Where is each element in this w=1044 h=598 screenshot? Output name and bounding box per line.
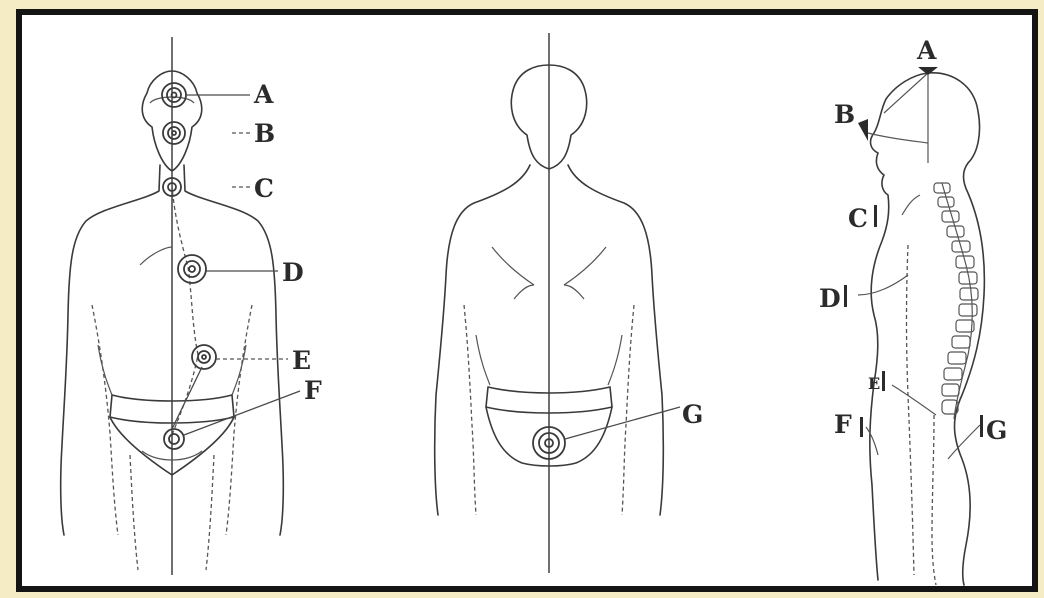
side-leader-c <box>902 195 920 215</box>
side-marker-c <box>874 205 877 227</box>
side-label-e: E <box>868 374 880 393</box>
back-right-arm-inner <box>622 305 634 515</box>
diagram-frame: A B C D E F G <box>16 9 1038 592</box>
side-marker-b <box>858 119 868 141</box>
front-label-a: A <box>253 80 274 109</box>
front-left-leg <box>130 455 138 570</box>
front-left-arm-inner <box>92 305 118 535</box>
side-front-outline <box>870 73 928 580</box>
front-chakra-a <box>162 83 186 107</box>
front-chest-line <box>140 247 172 265</box>
front-label-c: C <box>254 174 274 203</box>
side-marker-f <box>860 417 863 437</box>
side-brow-line <box>868 133 928 143</box>
side-label-c: C <box>848 204 868 233</box>
chakra-body-diagram: A B C D E F G <box>22 15 1032 586</box>
side-label-b: B <box>834 100 855 129</box>
side-marker-d <box>844 285 847 307</box>
side-arm-line <box>907 245 915 575</box>
side-label-f: F <box>834 410 852 439</box>
front-left-waist <box>98 345 112 395</box>
front-figure: A B C D E F <box>61 37 322 575</box>
back-right-shoulder-blade <box>564 247 606 285</box>
side-label-a: A <box>916 36 937 65</box>
side-marker-g <box>980 415 983 437</box>
front-right-leg <box>206 455 214 570</box>
side-label-d: D <box>819 284 841 313</box>
side-leader-g <box>948 425 980 459</box>
front-leader-f <box>184 391 300 435</box>
front-label-e: E <box>292 346 311 375</box>
front-energy-path <box>172 185 198 435</box>
back-right-waist <box>608 335 622 385</box>
back-left-scapula-edge <box>514 285 534 299</box>
front-label-f: F <box>304 376 322 405</box>
side-leader-f <box>866 427 878 455</box>
side-figure: A B C D E F G <box>819 36 1007 585</box>
side-leg-line <box>932 415 936 585</box>
side-label-g: G <box>986 416 1007 445</box>
front-leader-f2 <box>172 367 202 429</box>
side-leader-d <box>858 275 908 295</box>
back-label-g: G <box>682 400 703 429</box>
side-leader-e <box>892 385 936 415</box>
front-chakra-b <box>163 122 185 144</box>
front-label-b: B <box>254 119 275 148</box>
back-left-arm-inner <box>464 305 476 515</box>
back-right-scapula-edge <box>564 285 584 299</box>
front-chakra-f <box>164 429 184 449</box>
front-chakra-d <box>178 255 206 283</box>
side-head-lines <box>884 73 928 163</box>
front-label-d: D <box>282 258 304 287</box>
back-figure: G <box>435 33 704 573</box>
side-marker-e <box>882 371 885 391</box>
front-right-arm-inner <box>226 305 252 535</box>
back-left-shoulder-blade <box>492 247 534 285</box>
front-right-waist <box>232 345 246 395</box>
back-left-waist <box>476 335 490 385</box>
front-chakra-e <box>192 345 216 369</box>
